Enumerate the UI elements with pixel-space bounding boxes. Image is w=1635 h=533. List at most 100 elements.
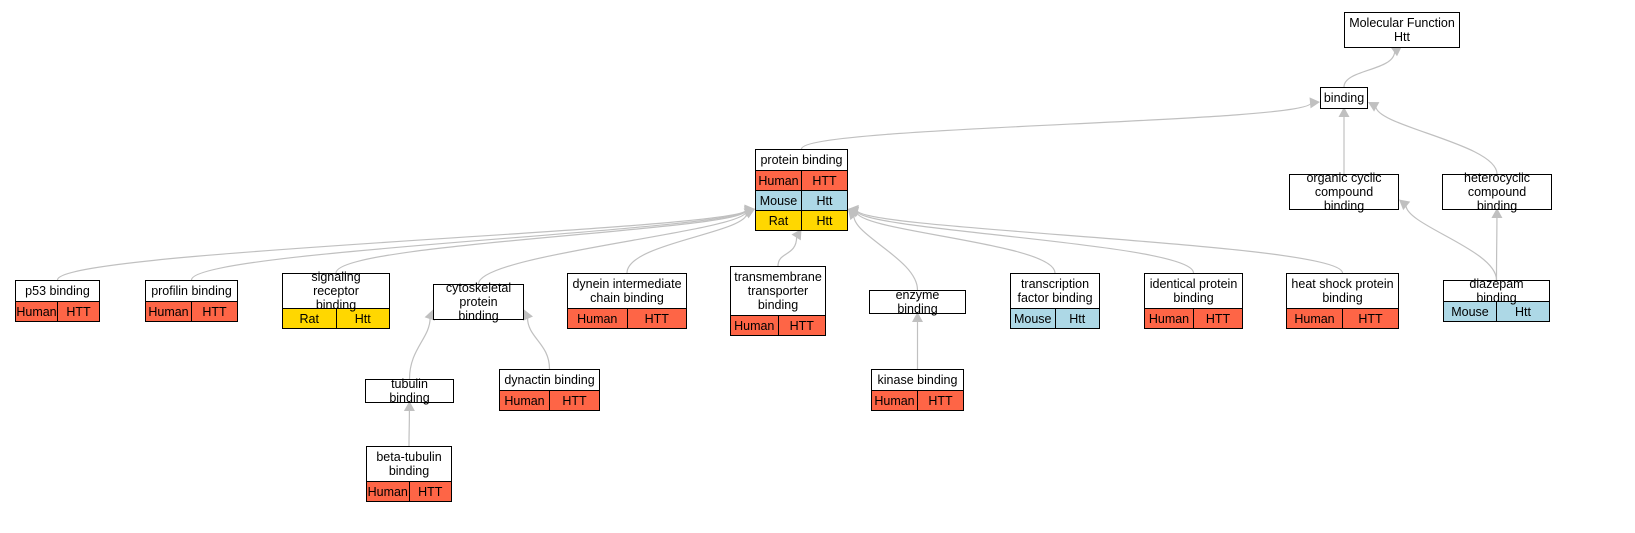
node-title: transcription factor binding bbox=[1017, 277, 1093, 305]
organism-cell: Human bbox=[577, 311, 618, 326]
gene-cell: HTT bbox=[191, 302, 237, 321]
edge-heterocyclic-to-binding bbox=[1375, 106, 1498, 175]
node-enzyme[interactable]: enzyme binding bbox=[869, 288, 966, 316]
arrowhead bbox=[403, 401, 415, 412]
organism-cell: Human bbox=[758, 173, 799, 188]
edge-tubulin-to-cytoskeletal bbox=[408, 318, 431, 380]
arrowhead bbox=[522, 309, 533, 321]
node-title: diazepam binding bbox=[1469, 277, 1524, 305]
node-title: binding bbox=[1323, 91, 1365, 105]
edge-signaling-to-protein-binding bbox=[335, 209, 747, 274]
arrowhead bbox=[1338, 107, 1350, 117]
node-binding[interactable]: binding bbox=[1320, 87, 1368, 109]
gene-cell: HTT bbox=[917, 391, 963, 410]
node-title: enzyme binding bbox=[895, 288, 940, 316]
arrowhead bbox=[1399, 199, 1411, 211]
organism-cell: Mouse bbox=[1451, 304, 1489, 319]
gene-cell: Htt bbox=[801, 211, 847, 230]
arrowhead bbox=[424, 309, 436, 321]
node-cytoskeletal[interactable]: cytoskeletal protein binding bbox=[433, 281, 524, 323]
annotation-row: Human HTT bbox=[500, 390, 599, 410]
node-title: dynactin binding bbox=[504, 373, 595, 387]
organism-cell: Rat bbox=[299, 311, 319, 326]
arrowhead bbox=[1390, 46, 1402, 57]
gene-cell: HTT bbox=[801, 171, 847, 190]
organism-cell: Human bbox=[148, 304, 189, 319]
edge-transcription-to-protein-binding bbox=[855, 211, 1056, 274]
arrowhead bbox=[848, 204, 859, 216]
node-title: Molecular Function Htt bbox=[1349, 16, 1455, 44]
edge-heat-shock-to-protein-binding bbox=[856, 209, 1344, 274]
node-title: transmembrane transporter binding bbox=[734, 270, 822, 312]
arrowhead bbox=[743, 208, 755, 219]
gene-cell: HTT bbox=[408, 482, 452, 501]
annotation-row: Mouse Htt bbox=[1444, 301, 1549, 321]
node-title: heterocyclic compound binding bbox=[1464, 171, 1530, 213]
arrowhead bbox=[912, 312, 923, 322]
organism-cell: Human bbox=[16, 304, 57, 319]
edge-profilin-to-protein-binding bbox=[190, 209, 747, 281]
node-title: profilin binding bbox=[151, 284, 232, 298]
organism-cell: Human bbox=[1148, 311, 1190, 326]
node-title: kinase binding bbox=[877, 373, 958, 387]
edge-cytoskeletal-to-protein-binding bbox=[477, 211, 747, 285]
gene-cell: HTT bbox=[626, 309, 687, 328]
gene-cell: HTT bbox=[549, 391, 599, 410]
node-title: identical protein binding bbox=[1149, 277, 1238, 305]
gene-cell: Htt bbox=[1496, 302, 1549, 321]
arrowhead bbox=[1309, 97, 1320, 109]
organism-cell: Human bbox=[367, 484, 408, 499]
organism-cell: Mouse bbox=[759, 193, 798, 208]
edge-dynein-to-protein-binding bbox=[626, 212, 748, 274]
node-title: organic cyclic compound binding bbox=[1306, 171, 1382, 213]
edge-p53-to-protein-binding bbox=[56, 209, 747, 281]
organism-cell: Human bbox=[1294, 311, 1335, 326]
edge-protein-binding-to-binding bbox=[800, 102, 1312, 150]
gene-cell: Htt bbox=[801, 191, 847, 210]
node-tubulin[interactable]: tubulin binding bbox=[365, 377, 454, 405]
gene-cell: HTT bbox=[57, 302, 99, 321]
node-title: signaling receptor binding bbox=[311, 270, 361, 312]
organism-cell: Human bbox=[874, 393, 915, 408]
organism-cell: Rat bbox=[768, 213, 789, 228]
gene-cell: Htt bbox=[335, 309, 390, 328]
node-organic-cyclic[interactable]: organic cyclic compound binding bbox=[1289, 171, 1399, 213]
arrowhead bbox=[1491, 208, 1503, 219]
edge-identical-to-protein-binding bbox=[856, 210, 1195, 274]
edge-transmembrane-to-protein-binding bbox=[777, 236, 798, 267]
organism-cell: Human bbox=[504, 393, 545, 408]
edge-dynactin-to-cytoskeletal bbox=[526, 317, 551, 370]
gene-cell: HTT bbox=[777, 316, 826, 335]
edge-binding-to-molecular-function bbox=[1343, 51, 1396, 88]
organism-cell: Mouse bbox=[1013, 311, 1052, 326]
annotation-row: Rat Htt bbox=[756, 210, 847, 230]
node-molecular-function[interactable]: Molecular Function Htt bbox=[1344, 12, 1460, 48]
node-title: cytoskeletal protein binding bbox=[445, 281, 512, 323]
node-title: heat shock protein binding bbox=[1291, 277, 1394, 305]
arrowhead bbox=[1368, 102, 1380, 112]
node-heterocyclic[interactable]: heterocyclic compound binding bbox=[1442, 171, 1552, 213]
annotation-row: Rat Htt bbox=[283, 308, 389, 328]
